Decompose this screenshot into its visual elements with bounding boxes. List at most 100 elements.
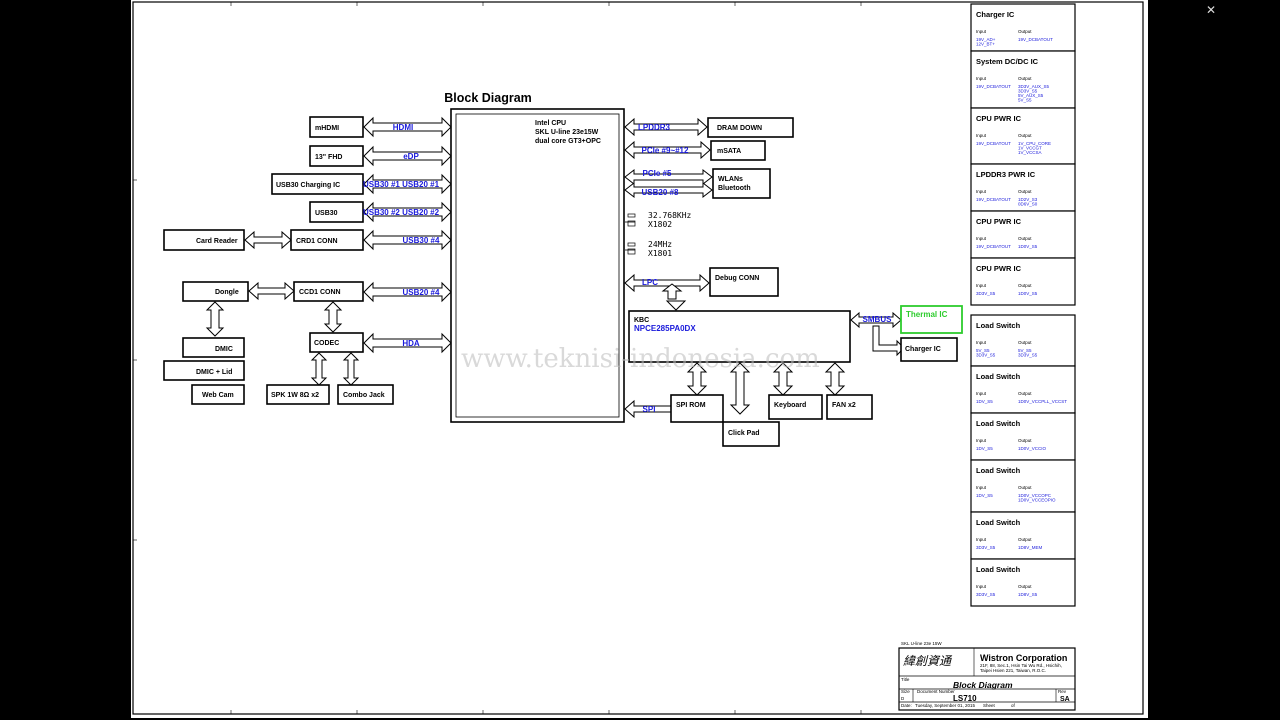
power-panel-input: 3D3V_S5 — [976, 353, 996, 358]
power-panel-input-label: Input — [976, 537, 987, 542]
power-panel-title: CPU PWR IC — [976, 114, 1022, 123]
bus-ccd1: USB20 #4 — [403, 288, 440, 297]
power-panel-output-label: Output — [1018, 537, 1032, 542]
cpu-label-3: dual core GT3+OPC — [535, 138, 601, 145]
power-panel-output: 1V_VCCGT — [1018, 146, 1042, 151]
power-panel-box — [970, 365, 1076, 414]
usb-charging-arrow — [363, 173, 452, 195]
dongle-dmic-arrow — [205, 301, 225, 337]
power-panel-title: System DC/DC IC — [976, 57, 1039, 66]
power-panel-box — [970, 3, 1076, 52]
cpu-label-2: SKL U-line 23e15W — [535, 129, 599, 136]
spk-block — [266, 384, 330, 405]
label-sheet: Sheet — [983, 703, 996, 708]
power-panel-input: 19V_DCBATOUT — [976, 141, 1011, 146]
power-panel-output: 1D0V_S5 — [1018, 244, 1038, 249]
size-value: D — [901, 696, 905, 701]
web-cam-label: Web Cam — [202, 392, 234, 399]
card-reader-arrow — [244, 230, 292, 250]
lpc-arrow — [624, 273, 710, 293]
power-panel-output-label: Output — [1018, 236, 1032, 241]
power-panel-input: 19V_DCBATOUT — [976, 84, 1011, 89]
revision: SA — [1060, 696, 1070, 703]
title-small-note: SKL U-line 23e 15W — [901, 641, 942, 646]
crd1-conn-label: CRD1 CONN — [296, 238, 338, 245]
power-panel-input: 5V_S5 — [976, 348, 990, 353]
power-panel-input-label: Input — [976, 189, 987, 194]
crystal-1-ref: X1802 — [648, 220, 672, 229]
thermal-ic-block — [900, 305, 963, 334]
power-panel-output: 1D8V_S5 — [1018, 592, 1038, 597]
power-panel-title: Load Switch — [976, 372, 1021, 381]
label-document-number: Document Number — [917, 689, 955, 694]
power-panel-input: 1DV_S5 — [976, 446, 993, 451]
dram-block — [707, 117, 794, 138]
power-panel-output-label: Output — [1018, 485, 1032, 490]
power-panel-input: 1DV_S5 — [976, 493, 993, 498]
label-size: Size — [901, 689, 910, 694]
block-diagram: Block Diagram Intel CPU SKL U-line 23e15… — [132, 1, 1144, 715]
power-panel-title: Load Switch — [976, 321, 1021, 330]
sheet-border — [132, 1, 1144, 715]
spk-label: SPK 1W 8Ω x2 — [271, 392, 319, 399]
crd1-arrow — [363, 229, 452, 251]
ccd-codec-arrow — [323, 301, 343, 333]
right-bus-arrows — [624, 117, 713, 419]
power-panel-title: Load Switch — [976, 565, 1021, 574]
hdmi-arrow — [363, 116, 452, 138]
power-panel-output-label: Output — [1018, 340, 1032, 345]
diagram-title: Block Diagram — [444, 91, 532, 105]
power-panel-box — [970, 412, 1076, 461]
title-block: SKL U-line 23e 15W 緯創資通 Wistron Corporat… — [898, 641, 1076, 711]
crystal-1-freq: 32.768KHz — [648, 211, 692, 220]
power-panel-output-label: Output — [1018, 76, 1032, 81]
crystal-2-freq: 24MHz — [648, 240, 672, 249]
usb20-8-arrow — [624, 181, 713, 199]
debug-conn-label: Debug CONN — [715, 275, 759, 282]
edp-arrow — [363, 145, 452, 167]
smbus-charger-arrow — [872, 325, 905, 357]
wlan-label-1: WLANs — [718, 176, 743, 183]
fhd-label: 13" FHD — [315, 154, 342, 161]
power-panel-box — [970, 257, 1076, 306]
power-panel-title: Load Switch — [976, 518, 1021, 527]
charger-ic-block — [900, 337, 958, 362]
pcie5-arrow — [624, 168, 713, 186]
power-panel-output: 1V_CPU_CORE — [1018, 141, 1051, 146]
dmic-lid-block — [163, 360, 245, 381]
label-rev: Rev — [1058, 689, 1067, 694]
close-icon[interactable]: ✕ — [1205, 3, 1217, 17]
power-panel-input-label: Input — [976, 485, 987, 490]
lpc-kbc-down — [665, 300, 687, 311]
fhd-block — [309, 145, 364, 167]
power-panel-input-label: Input — [976, 391, 987, 396]
power-panel-input: 19V_AD+ — [976, 37, 996, 42]
charger-ic-label: Charger IC — [905, 346, 941, 353]
power-panel-input: 1DV_S5 — [976, 399, 993, 404]
msata-block — [710, 140, 766, 161]
power-panel-input-label: Input — [976, 438, 987, 443]
kbc-fan-arrow — [824, 362, 846, 396]
power-panel-input-label: Input — [976, 584, 987, 589]
power-panel-output-label: Output — [1018, 133, 1032, 138]
power-panel-title: Load Switch — [976, 466, 1021, 475]
power-panel-input: 3D3V_S5 — [976, 291, 996, 296]
label-of: of — [1011, 703, 1016, 708]
power-panel-output: 1D8V_MEM — [1018, 545, 1043, 550]
left-bus-arrows — [205, 116, 452, 386]
bus-pcie912: PCIe #9~#12 — [642, 146, 689, 155]
lpddr3-arrow — [624, 117, 708, 137]
cpu-label-1: Intel CPU — [535, 120, 566, 127]
power-panel-title: CPU PWR IC — [976, 264, 1022, 273]
power-panel-input: 19V_DCBATOUT — [976, 197, 1011, 202]
bus-hdmi: HDMI — [393, 123, 413, 132]
crystal-2-ref: X1801 — [648, 249, 672, 258]
power-panel-input: 3D3V_S5 — [976, 592, 996, 597]
power-panel-input-label: Input — [976, 133, 987, 138]
